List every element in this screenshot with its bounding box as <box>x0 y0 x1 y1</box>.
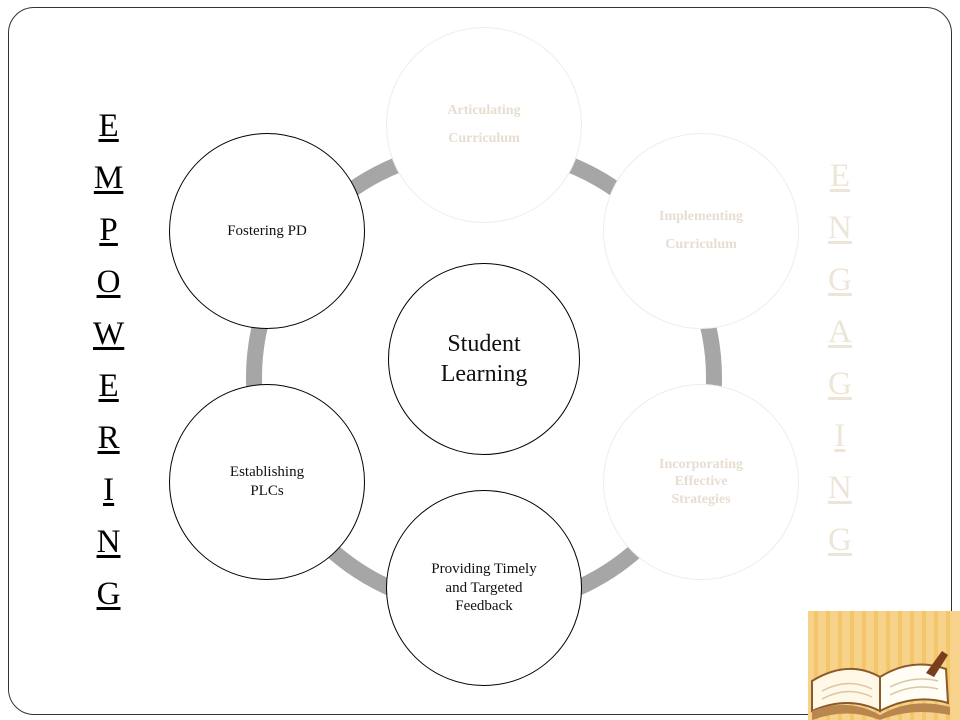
empowering-letter: E <box>98 108 119 144</box>
articulating-line1: Articulating <box>447 103 521 118</box>
engaging-letter: G <box>828 262 852 298</box>
node-providing-feedback: Providing Timely and Targeted Feedback <box>386 490 582 686</box>
node-implementing-curriculum: Implementing Curriculum <box>603 133 799 329</box>
incorporating-line3: Strategies <box>671 491 731 507</box>
node-articulating-curriculum: Articulating Curriculum <box>386 27 582 223</box>
establishing-line1: Establishing <box>229 464 305 481</box>
engaging-letter: N <box>828 470 852 506</box>
engaging-letter: N <box>828 210 852 246</box>
engaging-letter: E <box>829 158 850 194</box>
engaging-vertical-word: E N G A G I N G <box>828 150 852 566</box>
empowering-letter: I <box>103 472 115 508</box>
empowering-letter: G <box>96 576 121 612</box>
empowering-letter: W <box>93 316 125 352</box>
empowering-letter: E <box>98 368 119 404</box>
empowering-letter: O <box>96 264 121 300</box>
implementing-line2: Curriculum <box>665 237 737 252</box>
empowering-letter: N <box>96 524 121 560</box>
empowering-letter: M <box>93 160 124 196</box>
fostering-line1: Fostering PD <box>227 222 307 239</box>
establishing-line2: PLCs <box>250 483 284 499</box>
center-node-student-learning: Student Learning <box>388 263 580 455</box>
empowering-vertical-word: E M P O W E R I N G <box>93 100 124 620</box>
node-incorporating-strategies: Incorporating Effective Strategies <box>603 384 799 580</box>
engaging-letter: A <box>828 314 852 350</box>
engaging-letter: G <box>828 522 852 558</box>
incorporating-line2: Effective <box>674 474 728 490</box>
open-book-icon <box>808 611 960 720</box>
center-label-line2: Learning <box>440 361 528 387</box>
providing-line1: Providing Timely <box>431 560 537 577</box>
center-label-line1: Student <box>447 331 521 357</box>
incorporating-line1: Incorporating <box>659 456 743 472</box>
engaging-letter: I <box>834 418 846 454</box>
articulating-line2: Curriculum <box>448 131 520 146</box>
empowering-letter: R <box>97 420 120 456</box>
engaging-letter: G <box>828 366 852 402</box>
providing-line2: and Targeted <box>445 579 523 596</box>
node-fostering-pd: Fostering PD <box>169 133 365 329</box>
node-establishing-plcs: Establishing PLCs <box>169 384 365 580</box>
providing-line3: Feedback <box>455 598 513 615</box>
empowering-letter: P <box>99 212 118 248</box>
implementing-line1: Implementing <box>659 209 743 224</box>
